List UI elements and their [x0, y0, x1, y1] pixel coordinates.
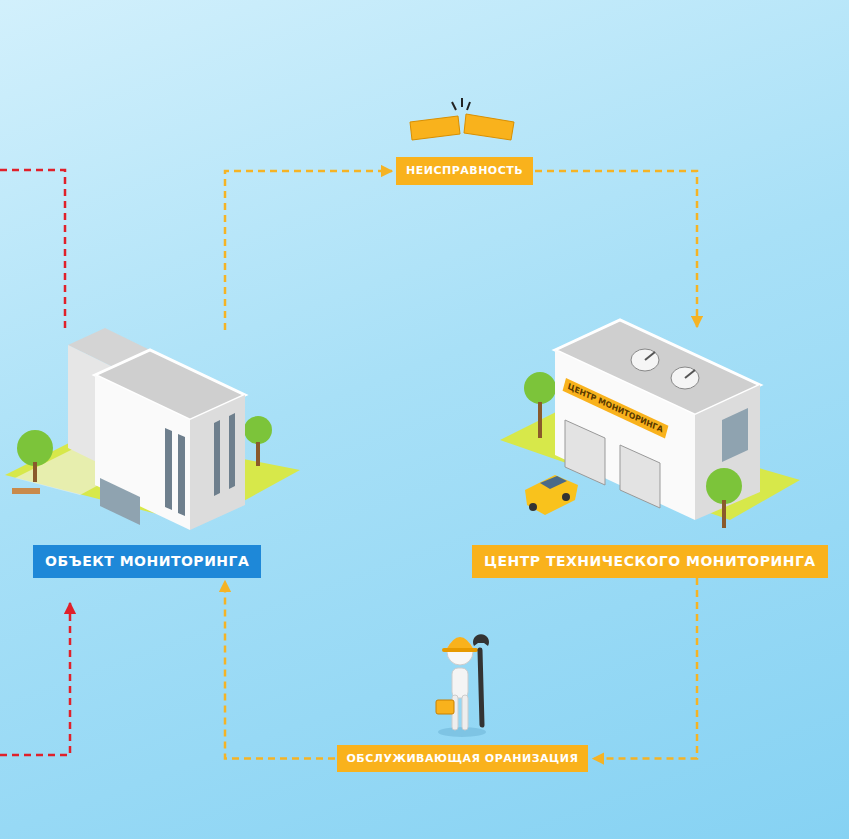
node-label: НЕИСПРАВНОСТЬ	[396, 157, 533, 185]
broken-icon	[410, 98, 514, 140]
node-label: ОБСЛУЖИВАЮЩАЯ ОРАНИЗАЦИЯ	[337, 745, 589, 772]
dashed-connector	[593, 578, 697, 759]
dashed-connector	[225, 581, 335, 759]
building-node: ОБЪЕКТ МОНИТОРИНГА	[27, 330, 268, 578]
object-building	[5, 328, 300, 530]
node-label: ЦЕНТР ТЕХНИЧЕСКОГО МОНИТОРИНГА	[472, 545, 828, 578]
dashed-connector	[535, 171, 697, 327]
building-node: ЦЕНТР ТЕХНИЧЕСКОГО МОНИТОРИНГА	[465, 330, 835, 578]
worker-figure	[436, 634, 489, 737]
label-box: НЕИСПРАВНОСТЬ	[395, 157, 535, 185]
dashed-connector	[225, 171, 392, 330]
center-building	[500, 320, 800, 528]
label-box: ОБСЛУЖИВАЮЩАЯ ОРАНИЗАЦИЯ	[335, 745, 590, 772]
node-label: ОБЪЕКТ МОНИТОРИНГА	[33, 545, 261, 578]
